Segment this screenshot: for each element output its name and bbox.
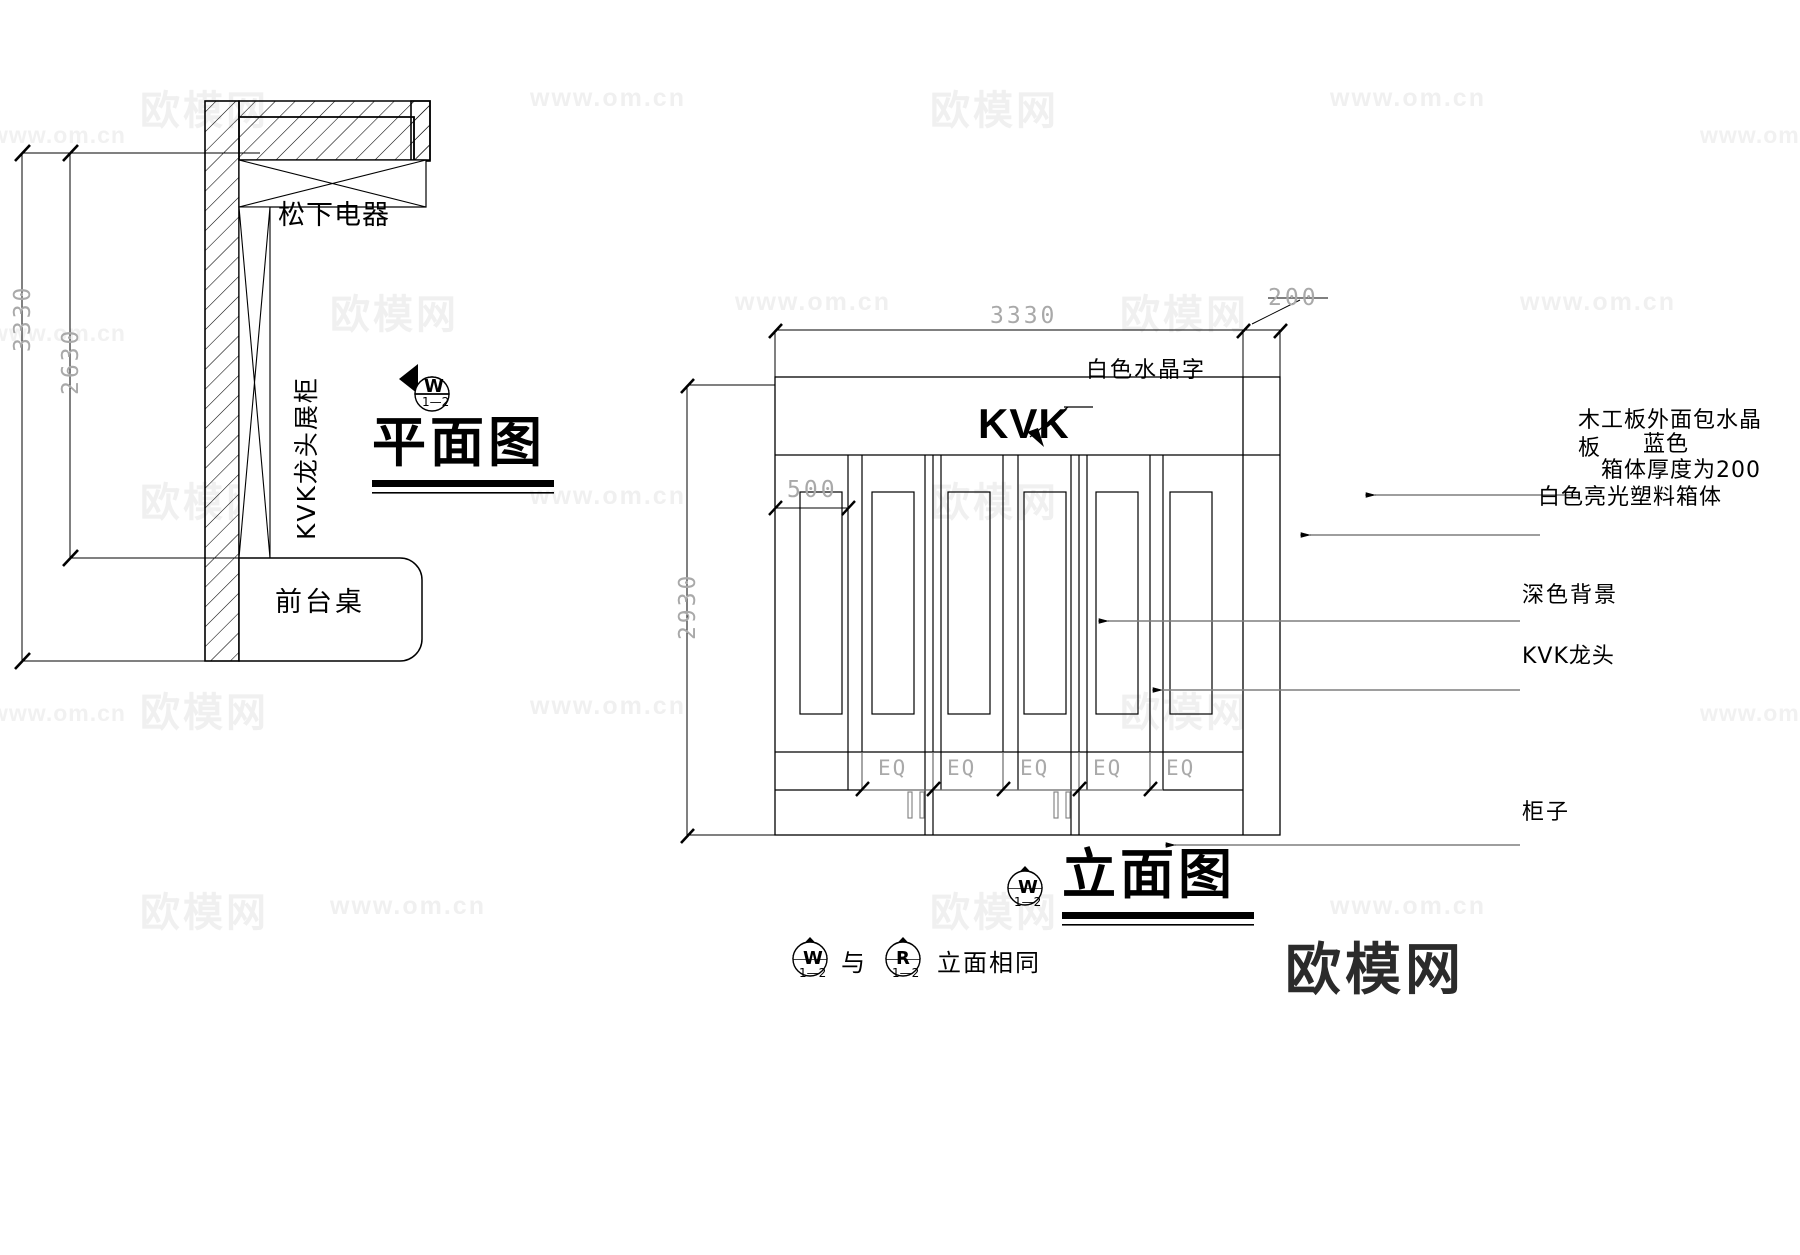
watermark-brand-8: 欧模网 [1120,691,1249,735]
annotation-dark-background: 深色背景 [1522,583,1619,608]
elevation-dim-2930: 2930 [675,572,701,640]
watermark-om-cn-3: www.om.cn [0,320,126,346]
elevation-dim-200: 200 [1268,285,1319,311]
plan-wall [204,100,240,662]
plan-compass-letter: W [424,376,444,397]
plan-kvk-display-cabinet [238,206,271,559]
elevation-dim-3330: 3330 [990,303,1058,329]
watermark-brand-3: 欧模网 [330,293,459,337]
plan-title: 平面图 [372,411,546,474]
legend-compass-right [885,937,921,977]
eq-mark-5: EQ [1166,756,1196,780]
plan-compass-sub: 1—2 [422,395,450,409]
watermark-brand-7: 欧模网 [140,691,269,735]
annotation-leaders [1027,406,1580,848]
annotation-board-wrap-2: 板 [1578,436,1601,461]
watermark-om-3: www.om.cn [735,288,891,316]
watermark-om-8: www.om.cn [1330,892,1486,920]
watermark-om-cn-2: www.om.cn [1700,122,1800,148]
watermark-om-cn-5: www.om.cn [1700,700,1800,726]
plan-appliance-box [238,159,427,208]
brand-watermark-main: 欧模网 [1285,938,1465,1001]
watermark-om-1: www.om.cn [530,84,686,112]
watermark-brand-2: 欧模网 [930,89,1059,133]
watermark-brand-6: 欧模网 [930,481,1059,525]
elevation-outer-frame [774,376,1281,836]
watermark-om-2: www.om.cn [1330,84,1486,112]
legend-left-compass-letter: W [803,948,823,969]
plan-dim-3330: 3330 [10,284,36,352]
annotation-plastic-box: 白色亮光塑料箱体 [1538,485,1723,510]
watermark-om-6: www.om.cn [530,692,686,720]
annotation-cabinet: 柜子 [1522,800,1571,825]
elevation-display-bays [775,455,1243,835]
annotation-kvk-faucet: KVK龙头 [1522,644,1615,669]
watermark-om-7: www.om.cn [330,892,486,920]
legend-conjunction: 与 [841,949,865,977]
annotation-crystal-letters: 白色水晶字 [1086,358,1207,383]
plan-reception-desk [238,557,423,662]
elevation-dim-500: 500 [787,477,838,503]
elevation-title-underline [1062,912,1254,926]
plan-title-underline [372,480,554,494]
eq-mark-4: EQ [1093,756,1123,780]
legend-right-compass-letter: R [896,948,910,969]
annotation-box-thickness: 箱体厚度为200 [1601,458,1761,483]
legend-compass-left [792,937,828,977]
eq-mark-1: EQ [878,756,908,780]
legend-right-compass-sub: 1—2 [892,966,920,980]
plan-label-appliance: 松下电器 [278,200,390,231]
eq-mark-2: EQ [947,756,977,780]
plan-dimension-lines [14,144,260,670]
elevation-compass-marker [1007,866,1043,906]
elevation-door-handles [907,791,1071,819]
plan-top-slab [238,100,431,162]
plan-label-kvk-cabinet: KVK龙头展柜 [292,376,321,540]
watermark-om-4: www.om.cn [1520,288,1676,316]
watermark-om-5: www.om.cn [530,482,686,510]
annotation-board-color: 蓝色 [1643,432,1690,457]
plan-dim-2630: 2630 [58,327,84,395]
elevation-title: 立面图 [1062,843,1236,906]
plan-label-reception-desk: 前台桌 [275,587,365,618]
watermark-om-cn: www.om.cn [0,122,126,148]
elevation-compass-letter: W [1018,877,1038,898]
annotation-board-wrap: 木工板外面包水晶 [1578,408,1763,433]
eq-mark-3: EQ [1020,756,1050,780]
watermark-brand-9: 欧模网 [140,891,269,935]
plan-compass-marker [399,364,450,412]
elevation-dimension-lines [680,297,1328,844]
elevation-eq-band [855,752,1163,797]
legend-note: 立面相同 [937,949,1041,977]
legend-left-compass-sub: 1—2 [799,966,827,980]
watermark-om-cn-4: www.om.cn [0,700,126,726]
elevation-compass-sub: 1—2 [1014,895,1042,909]
elevation-sign-kvk: KVK [978,400,1070,447]
